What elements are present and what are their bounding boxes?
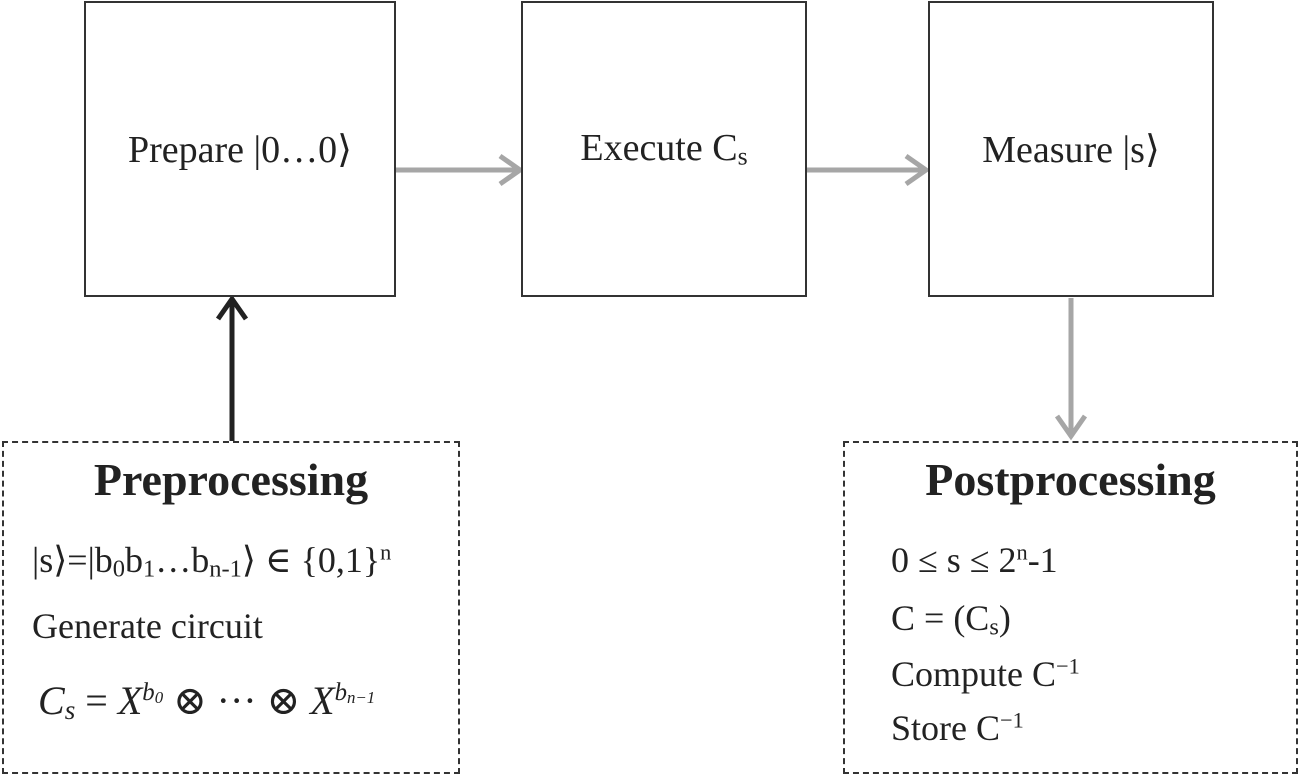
state-part: …b [155, 540, 210, 580]
measure-box: Measure |s⟩ [928, 1, 1214, 297]
store-sup: −1 [1000, 707, 1024, 733]
state-sub: 0 [112, 555, 126, 583]
execute-label: Execute Cs [580, 126, 747, 172]
postprocessing-box: Postprocessing 0 ≤ s ≤ 2n-1 C = (Cs) Com… [843, 441, 1298, 774]
formula-op: = [75, 678, 118, 723]
compute-line: Compute C−1 [891, 653, 1080, 695]
state-part: ⟩ ∈ {0,1} [241, 540, 381, 580]
range-sup: n [1016, 539, 1028, 565]
preprocessing-title: Preprocessing [93, 454, 369, 505]
store-line: Store C−1 [891, 707, 1024, 749]
execute-box: Execute Cs [521, 1, 807, 297]
formula-exp: bn−1 [334, 679, 376, 708]
formula-part: C [38, 678, 65, 723]
formula-op: ⊗ ··· ⊗ [163, 678, 311, 723]
prepare-box: Prepare |0…0⟩ [84, 1, 396, 297]
state-sub: 1 [143, 555, 156, 583]
circuit-formula: Cs = Xb0 ⊗ ··· ⊗ Xbn−1 [38, 677, 375, 726]
formula-exp: b0 [142, 679, 164, 708]
compute-sup: −1 [1056, 653, 1080, 679]
generate-circuit-text: Generate circuit [32, 606, 263, 646]
formula-part: X [310, 678, 335, 723]
circuit-part: C = (C [891, 598, 990, 638]
preprocessing-box: Preprocessing |s⟩=|b0b1…bn-1⟩ ∈ {0,1}n G… [2, 441, 460, 774]
arrowhead-preprocessing-to-prepare [215, 294, 249, 321]
exp-sub: n−1 [346, 688, 376, 708]
execute-label-sub: s [737, 141, 748, 171]
arrowhead-execute-to-measure [904, 153, 931, 187]
state-part: |s⟩=|b [32, 540, 113, 580]
formula-part: X [117, 678, 143, 723]
measure-label: Measure |s⟩ [982, 128, 1160, 171]
prepare-label: Prepare |0…0⟩ [128, 128, 352, 171]
arrowhead-prepare-to-execute [498, 153, 525, 187]
range-line: 0 ≤ s ≤ 2n-1 [891, 539, 1058, 581]
range-part: 0 ≤ s ≤ 2 [891, 540, 1017, 580]
preprocessing-state-line: |s⟩=|b0b1…bn-1⟩ ∈ {0,1}n [32, 539, 391, 583]
compute-part: Compute C [891, 654, 1057, 694]
exp-sub: 0 [154, 688, 164, 708]
state-sup: n [380, 539, 392, 565]
circuit-part: ) [998, 598, 1011, 638]
exp-part: b [334, 679, 347, 707]
state-part: b [125, 540, 144, 580]
circuit-sub: s [989, 613, 999, 641]
state-sub: n-1 [209, 555, 242, 583]
circuit-definition-line: C = (Cs) [891, 597, 1011, 641]
arrowhead-measure-to-postprocessing [1054, 414, 1088, 441]
postprocessing-title: Postprocessing [925, 454, 1216, 505]
execute-label-main: Execute C [580, 127, 738, 170]
store-part: Store C [891, 708, 1001, 748]
range-part: -1 [1027, 540, 1058, 580]
exp-part: b [142, 679, 155, 707]
formula-sub: s [64, 694, 76, 725]
